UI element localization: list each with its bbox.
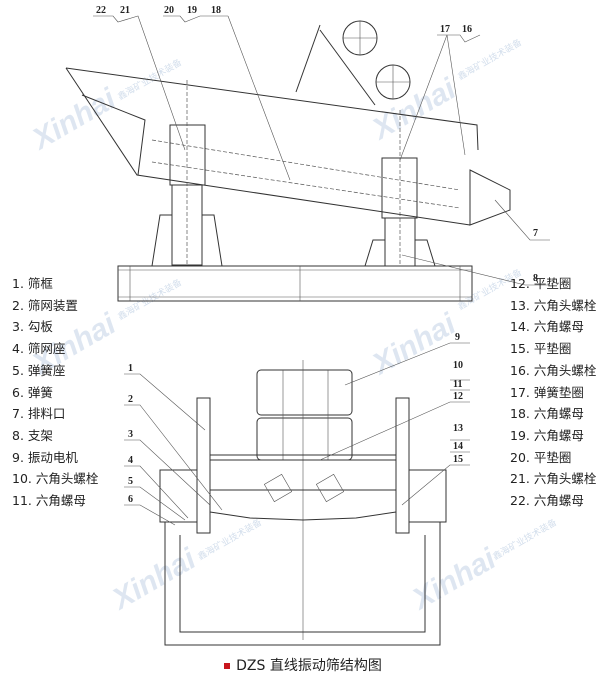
callout-8: 8 (533, 273, 538, 284)
callout-19: 19 (187, 5, 197, 16)
legend-item: 14. 六角螺母 (510, 319, 584, 335)
watermark-logo: Xinhai 鑫海矿业技术装备 Xinhai 鑫海矿业技术装备 Xinhai 鑫… (25, 36, 559, 617)
svg-text:鑫海矿业技术装备: 鑫海矿业技术装备 (116, 276, 184, 322)
legend-item: 6. 弹簧 (12, 384, 53, 400)
caption-marker-icon (224, 663, 231, 669)
side-view (65, 15, 550, 302)
svg-text:Xinhai: Xinhai (25, 82, 122, 157)
callout-3: 3 (128, 429, 133, 440)
parts-legend-right: 12. 平垫圈 13. 六角头螺栓 14. 六角螺母 15. 平垫圈 16. 六… (510, 273, 596, 512)
callout-7: 7 (533, 228, 538, 239)
callout-6: 6 (128, 494, 133, 505)
legend-item: 18. 六角螺母 (510, 406, 584, 422)
callout-1: 1 (128, 363, 133, 374)
figure-caption: DZS 直线振动筛结构图 (0, 655, 606, 675)
callout-17: 17 (440, 24, 450, 35)
callout-10: 10 (453, 360, 463, 371)
legend-item: 5. 弹簧座 (12, 362, 66, 378)
legend-item: 22. 六角螺母 (510, 493, 584, 509)
svg-text:Xinhai: Xinhai (405, 542, 502, 617)
callout-4: 4 (128, 455, 133, 466)
legend-item: 1. 筛框 (12, 276, 53, 291)
legend-item: 12. 平垫圈 (510, 276, 572, 291)
legend-item: 9. 振动电机 (12, 449, 78, 465)
legend-item: 11. 六角螺母 (12, 493, 86, 509)
callout-13: 13 (453, 423, 463, 434)
legend-item: 3. 勾板 (12, 319, 53, 335)
parts-legend-left: 1. 筛框 2. 筛网装置 3. 勾板 4. 筛网座 5. 弹簧座 6. 弹簧 … (12, 273, 98, 512)
svg-text:Xinhai: Xinhai (365, 72, 462, 147)
callout-5: 5 (128, 476, 133, 487)
callout-16: 16 (462, 24, 472, 35)
svg-text:鑫海矿业技术装备: 鑫海矿业技术装备 (196, 516, 264, 562)
legend-item: 17. 弹簧垫圈 (510, 384, 584, 400)
legend-item: 2. 筛网装置 (12, 297, 78, 313)
caption-text: DZS 直线振动筛结构图 (236, 658, 382, 674)
callout-12: 12 (453, 391, 463, 402)
callout-18: 18 (211, 5, 221, 16)
legend-item: 19. 六角螺母 (510, 427, 584, 443)
callout-15: 15 (453, 454, 463, 465)
legend-item: 7. 排料口 (12, 406, 66, 422)
end-view (124, 342, 470, 646)
svg-text:Xinhai: Xinhai (105, 542, 202, 617)
callout-2: 2 (128, 394, 133, 405)
callout-11: 11 (453, 379, 462, 390)
legend-item: 4. 筛网座 (12, 341, 66, 357)
svg-text:鑫海矿业技术装备: 鑫海矿业技术装备 (456, 36, 524, 82)
legend-item: 21. 六角头螺栓 (510, 471, 597, 487)
callout-9: 9 (455, 332, 460, 343)
callout-14: 14 (453, 441, 463, 452)
svg-text:鑫海矿业技术装备: 鑫海矿业技术装备 (491, 516, 559, 562)
legend-item: 20. 平垫圈 (510, 449, 572, 465)
legend-item: 10. 六角头螺栓 (12, 471, 99, 487)
legend-item: 15. 平垫圈 (510, 341, 572, 357)
legend-item: 16. 六角头螺栓 (510, 362, 597, 378)
callout-21: 21 (120, 5, 130, 16)
callout-22: 22 (96, 5, 106, 16)
legend-item: 13. 六角头螺栓 (510, 297, 597, 313)
callout-20: 20 (164, 5, 174, 16)
legend-item: 8. 支架 (12, 427, 53, 443)
